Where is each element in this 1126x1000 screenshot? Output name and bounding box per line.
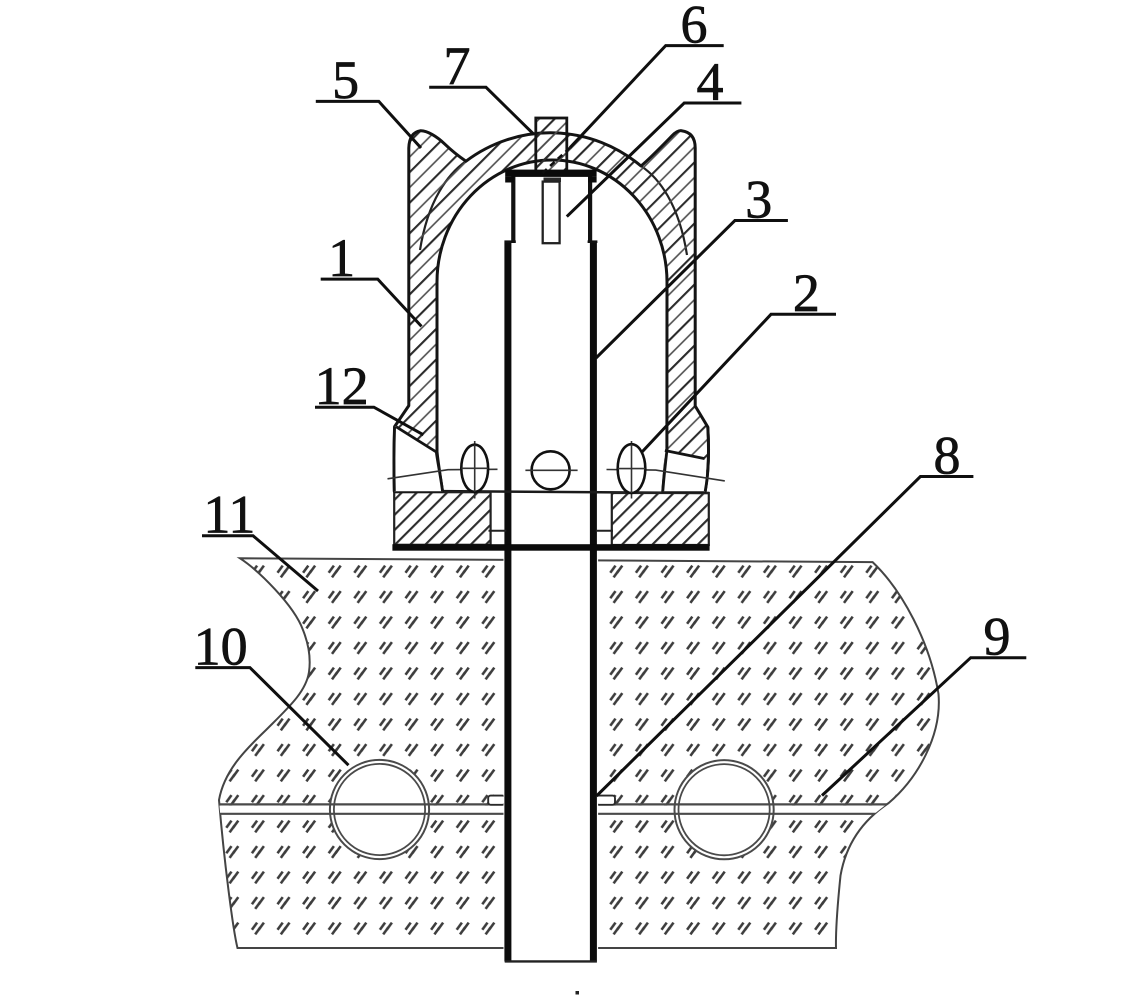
svg-text:1: 1 xyxy=(328,228,355,288)
svg-text:10: 10 xyxy=(194,616,248,676)
svg-text:9: 9 xyxy=(984,607,1011,667)
svg-text:2: 2 xyxy=(793,263,820,323)
svg-text:8: 8 xyxy=(934,425,961,485)
svg-text:3: 3 xyxy=(745,169,772,229)
svg-text:12: 12 xyxy=(315,356,369,416)
svg-text:4: 4 xyxy=(697,52,724,112)
svg-text:5: 5 xyxy=(332,50,359,110)
svg-text:6: 6 xyxy=(681,0,708,54)
svg-text:7: 7 xyxy=(444,36,471,96)
svg-text:11: 11 xyxy=(203,485,255,545)
